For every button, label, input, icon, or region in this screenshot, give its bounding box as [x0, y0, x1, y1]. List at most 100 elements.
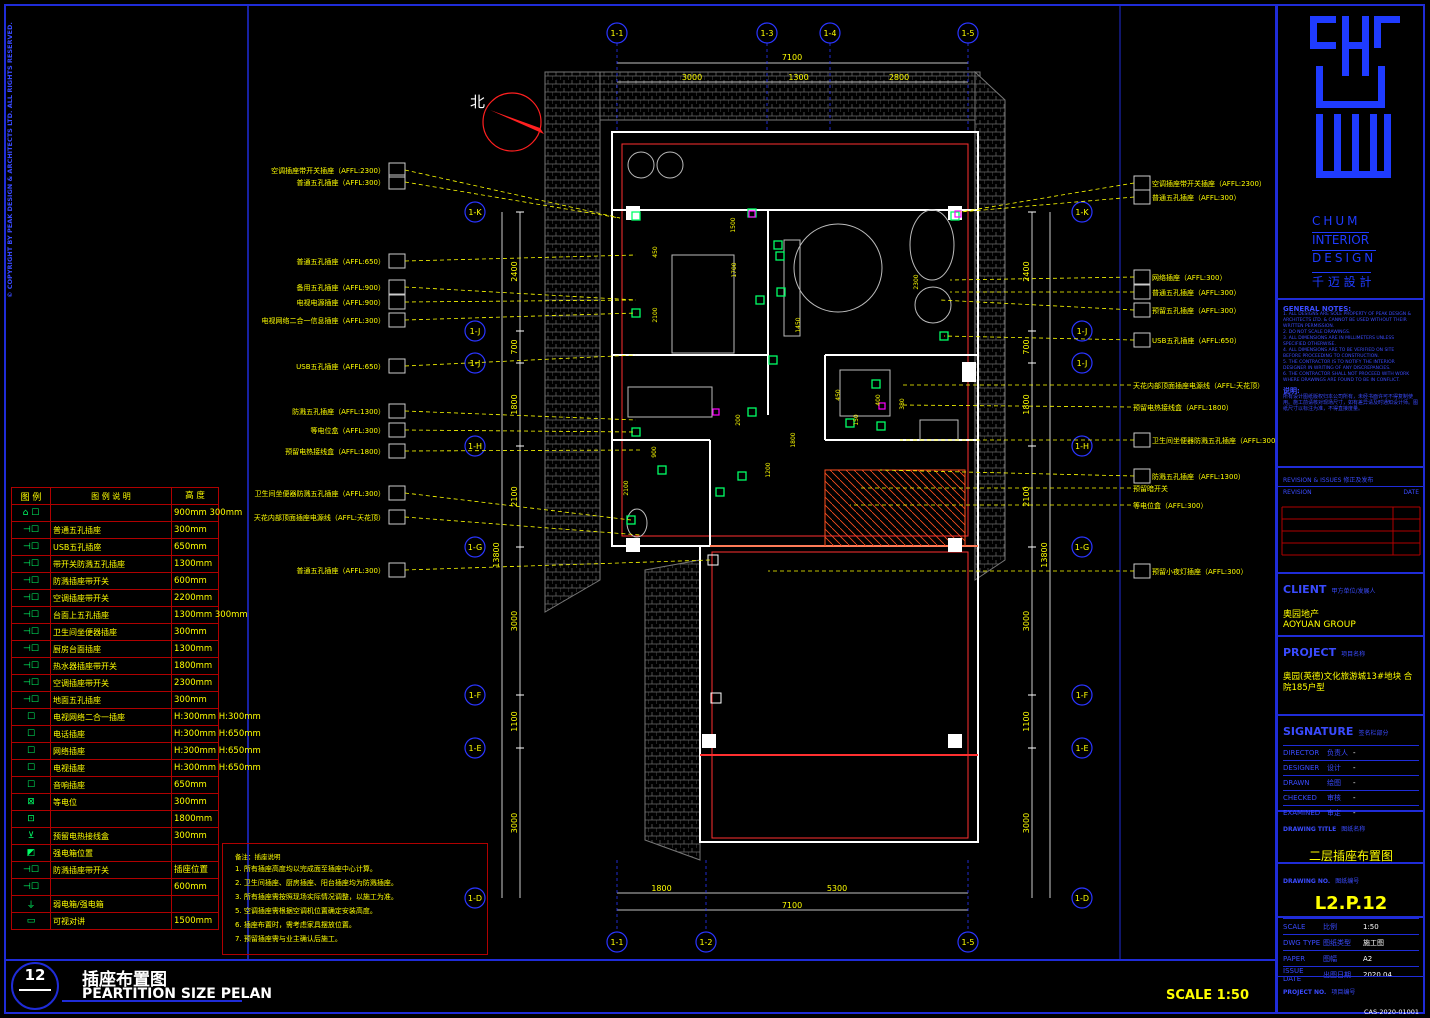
- grid-bubble-circle: [695, 931, 717, 953]
- callout-right: 普通五孔插座（AFFL:300）: [950, 284, 1240, 300]
- socket-symbol: [871, 379, 881, 389]
- meta-value: 施工图: [1363, 938, 1384, 947]
- legend-symbol: ☐: [11, 742, 51, 760]
- grid-label: 1-E: [1075, 744, 1088, 753]
- project-no-sub: 项目编号: [1331, 989, 1356, 996]
- grid-label: 1-H: [1075, 442, 1089, 451]
- dim-right-part: 2100: [1022, 486, 1031, 506]
- legend-description: 厨房台面插座: [50, 640, 172, 658]
- drawing-title-block: DRAWING TITLE 图纸名称 二层插座布置图: [1278, 812, 1424, 864]
- room-dim: 1200: [765, 462, 772, 477]
- general-note-line: SPECIFIED OTHERWISE.: [1283, 342, 1336, 347]
- dim-right-part: 3000: [1022, 813, 1031, 833]
- legend-symbol: ⊣☐: [11, 589, 51, 607]
- legend-height: H:300mm H:650mm: [171, 742, 261, 760]
- callout-leader: [404, 254, 637, 262]
- callout-right: 卫生间坐便器防溅五孔插座（AFFL:300）: [900, 432, 1282, 448]
- grid-bubble-left: 1-E: [464, 737, 486, 759]
- note-item: 6. 插座布置时，需考虑家具摆放位置。: [235, 921, 356, 929]
- callout-right: 预留五孔插座（AFFL:300）: [939, 299, 1240, 318]
- legend-height: 1300mm: [171, 555, 219, 573]
- general-note-line: DESIGNER IN WRITING OF ANY DISCREPANCIES…: [1283, 366, 1391, 371]
- legend-description: 网络插座: [50, 742, 172, 760]
- callout-leader: [959, 196, 1135, 213]
- legend-height: [171, 844, 219, 862]
- grid-label: 1-5: [961, 938, 974, 947]
- dim-top-part: 1300: [788, 73, 808, 82]
- project-no: CAS-2020-01001: [1363, 1008, 1419, 1016]
- note-item: 5. 空调插座需根据空调机位置确定安装高度。: [235, 907, 377, 915]
- drawing-title-en: PEARTITION SIZE PELAN: [82, 986, 272, 1002]
- drawing-title-cn: 插座布置图: [82, 970, 167, 990]
- client-block: CLIENT 甲方单位/发展人 奥园地产 AOYUAN GROUP: [1278, 574, 1424, 637]
- legend-symbol: ◩: [11, 844, 51, 862]
- room-dim: 1800: [790, 432, 797, 447]
- legend-description: 电视插座: [50, 759, 172, 777]
- legend-height: 300mm: [171, 623, 219, 641]
- grid-bubble-circle: [957, 931, 979, 953]
- callout-label: 普通五孔插座（AFFL:300）: [1152, 193, 1240, 202]
- grid-bubble-left: 1-D: [464, 887, 486, 909]
- legend-symbol: ⊣☐: [11, 861, 51, 879]
- room-dim: 2100: [623, 480, 630, 495]
- legend-symbol: ⊠: [11, 793, 51, 811]
- legend-description: 空调插座带开关: [50, 674, 172, 692]
- callout-left: 普通五孔插座（AFFL:300）: [297, 559, 711, 578]
- callout-symbol-box: [1133, 269, 1151, 285]
- callout-label: 预留小夜灯插座（AFFL:300）: [1152, 567, 1247, 576]
- legend-description: 防溅插座带开关: [50, 572, 172, 590]
- legend-header-desc: 图 例 说 明: [50, 487, 172, 505]
- logo-mark: [1310, 16, 1400, 178]
- callout-symbol-box: [1133, 432, 1151, 448]
- legend-description: 电话插座: [50, 725, 172, 743]
- north-label: 北: [470, 93, 485, 111]
- signature-role-en: DESIGNER: [1283, 764, 1320, 772]
- callout-left: 等电位盒（AFFL:300）: [311, 422, 637, 438]
- grid-bubble-right: 1-J: [1071, 352, 1093, 374]
- callout-left: 普通五孔插座（AFFL:300）: [297, 174, 621, 219]
- splash-socket-symbol: [712, 408, 720, 416]
- grid-bubble-circle: [464, 887, 486, 909]
- grid-label: 1-1: [610, 29, 623, 38]
- grid-label: 1-4: [823, 29, 836, 38]
- grid-label: 1-F: [1076, 691, 1089, 700]
- furniture: [626, 151, 959, 538]
- general-note-line: WRITTEN PERMISSION.: [1283, 324, 1335, 329]
- legend-description: 空调插座带开关: [50, 589, 172, 607]
- callout-label: 普通五孔插座（AFFL:300）: [297, 566, 385, 575]
- meta-value: 2020.04: [1363, 970, 1392, 979]
- general-note-line: ARCHITECTS LTD. & CANNOT BE USED WITHOUT…: [1283, 318, 1407, 323]
- project-block: PROJECT 项目名称 奥园(英德)文化旅游城13#地块 合院185户型: [1278, 637, 1424, 716]
- general-note-line: 1. ALL DESIGNS ARE SOLE PROPERTY OF PEAK…: [1283, 312, 1412, 317]
- dim-bottom-total: 7100: [782, 901, 802, 910]
- legend-row: ⊣☐防溅插座带开关插座位置: [11, 861, 219, 879]
- client-label: CLIENT: [1283, 583, 1327, 596]
- grid-bubble-circle: [1071, 201, 1093, 223]
- grid-bubble-circle: [1071, 435, 1093, 457]
- callout-symbol-box: [388, 485, 406, 501]
- signature-sub: 签名栏部分: [1358, 730, 1389, 737]
- callout-label: 预留电热接线盒（AFFL:1800）: [285, 447, 385, 456]
- grid-bubble-right: 1-K: [1071, 201, 1093, 223]
- grid-label: 1-2: [699, 938, 712, 947]
- legend-description: 卫生间坐便器插座: [50, 623, 172, 641]
- legend-description: [50, 810, 172, 828]
- grid-bubble-circle: [464, 684, 486, 706]
- revision-block: REVISION & ISSUES 修正及发布 REVISION DATE: [1278, 468, 1424, 574]
- grid-bubble-left: 1-G: [464, 536, 486, 558]
- general-note-line: 4. ALL DIMENSIONS ARE TO BE VERIFIED ON …: [1283, 348, 1395, 353]
- grid-bubble-top: 1-5: [957, 22, 979, 130]
- grid-bubble-circle: [1071, 887, 1093, 909]
- panel-symbol: [710, 692, 722, 704]
- legend-height: H:300mm H:650mm: [171, 759, 261, 777]
- legend-height: 300mm: [171, 691, 219, 709]
